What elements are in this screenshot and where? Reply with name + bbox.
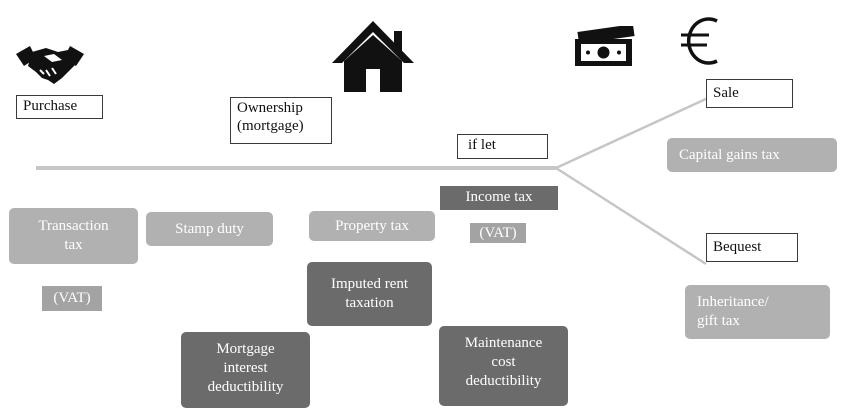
sale-branch (555, 96, 709, 170)
purchase-label: Purchase (16, 95, 103, 119)
stamp-duty-box: Stamp duty (146, 212, 273, 246)
ownership-label: Ownership (mortgage) (230, 97, 332, 144)
sale-label: Sale (706, 79, 793, 108)
bequest-label: Bequest (706, 233, 798, 262)
maintenance-cost-deductibility-box: Maintenance cost deductibility (439, 326, 568, 406)
house-icon (332, 21, 414, 92)
mortgage-interest-deductibility-box: Mortgage interest deductibility (181, 332, 310, 408)
vat-purchase-box: (VAT) (42, 286, 102, 311)
capital-gains-tax-box: Capital gains tax (667, 138, 837, 172)
vat-income-box: (VAT) (470, 223, 526, 243)
euro-icon (681, 17, 718, 65)
bequest-branch (555, 166, 707, 266)
if-let-label: if let (457, 134, 548, 159)
transaction-tax-box: Transaction tax (9, 208, 138, 264)
income-tax-box: Income tax (440, 186, 558, 210)
banknote-icon (575, 26, 635, 66)
handshake-icon (16, 46, 84, 84)
imputed-rent-taxation-box: Imputed rent taxation (307, 262, 432, 326)
property-tax-box: Property tax (309, 211, 435, 241)
inheritance-gift-tax-box: Inheritance/ gift tax (685, 285, 830, 339)
